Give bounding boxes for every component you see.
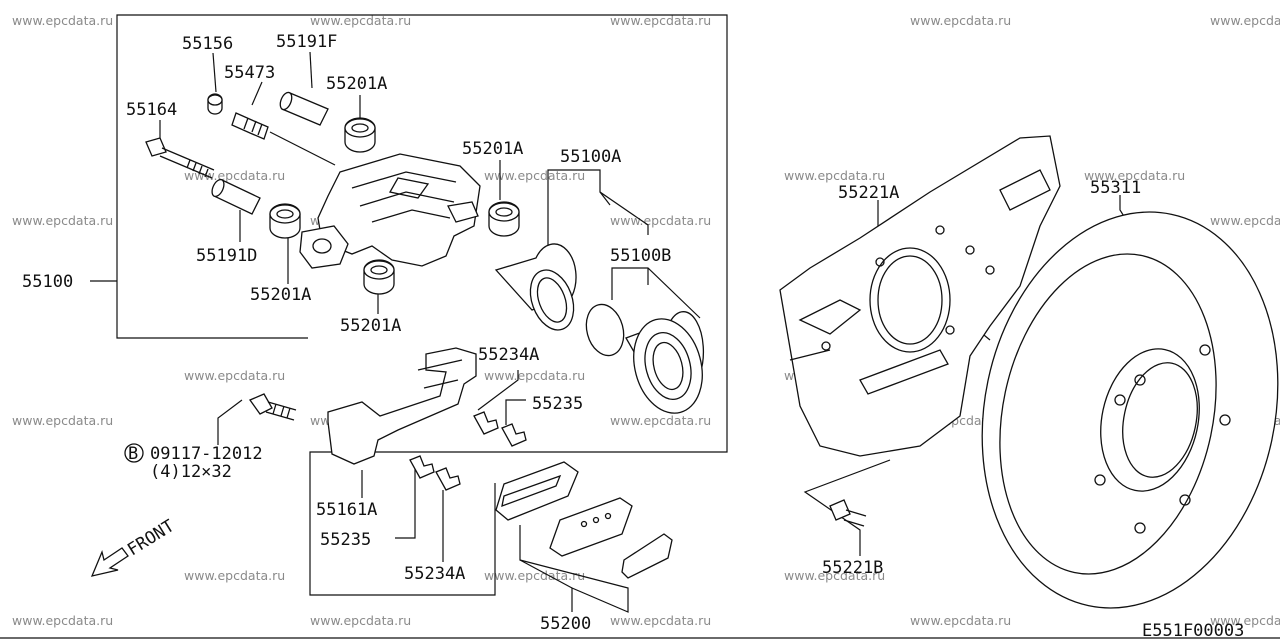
watermark: www.epcdata.ru <box>610 13 711 28</box>
callout-55191D: 55191D <box>196 246 257 266</box>
backing-plate <box>779 135 1061 527</box>
callout-55221B: 55221B <box>822 558 883 578</box>
callout-55191F: 55191F <box>276 32 337 52</box>
watermark: www.epcdata.ru <box>610 613 711 628</box>
assembly-frames <box>90 14 728 596</box>
watermark: www.epcdata.ru <box>310 13 411 28</box>
callout-55164: 55164 <box>126 100 177 120</box>
watermark: www.epcdata.ru <box>184 568 285 583</box>
watermark: www.epcdata.ru <box>1210 213 1280 228</box>
callout-55161A: 55161A <box>316 500 377 520</box>
front-direction: FRONT <box>90 516 178 577</box>
watermark: www.epcdata.ru <box>1210 13 1280 28</box>
callout-55100A: 55100A <box>560 147 621 167</box>
callout-09117-12012: 09117-12012 <box>150 444 263 464</box>
callout-55311: 55311 <box>1090 178 1141 198</box>
callout-09117-qty: (4)12×32 <box>150 462 232 482</box>
callout-55100: 55100 <box>22 272 73 292</box>
front-arrow-icon <box>90 547 129 577</box>
mounting-bracket <box>249 347 527 491</box>
callout-55235: 55235 <box>532 394 583 414</box>
callout-55234A: 55234A <box>478 345 539 365</box>
callout-labels: 55156 55191F 55473 55201A 55164 55201A 5… <box>22 32 1141 634</box>
callout-55201A: 55201A <box>250 285 311 305</box>
callout-55221A: 55221A <box>838 183 899 203</box>
figure-code: E551F00003 <box>1142 621 1244 640</box>
piston-parts <box>494 243 705 414</box>
callout-55201A: 55201A <box>340 316 401 336</box>
watermark: www.epcdata.ru <box>610 213 711 228</box>
brake-pads <box>495 461 673 579</box>
watermark: www.epcdata.ru <box>310 613 411 628</box>
callout-55156: 55156 <box>182 34 233 54</box>
b-mark-circle <box>124 443 144 463</box>
watermark: www.epcdata.ru <box>1084 168 1185 183</box>
caliper-body <box>299 153 481 269</box>
watermark: www.epcdata.ru <box>12 213 113 228</box>
watermark: www.epcdata.ru <box>184 168 285 183</box>
callout-55201A: 55201A <box>326 74 387 94</box>
watermark: www.epcdata.ru <box>610 413 711 428</box>
watermark: www.epcdata.ru <box>1210 613 1280 628</box>
callout-55201A: 55201A <box>462 139 523 159</box>
watermark: www.epcdata.ru <box>784 168 885 183</box>
watermark: www.epcdata.ru <box>12 413 113 428</box>
watermark: www.epcdata.ru <box>12 613 113 628</box>
watermark: www.epcdata.ru <box>484 168 585 183</box>
watermark: www.epcdata.ru <box>184 368 285 383</box>
caliper-assembly-frame <box>116 14 728 596</box>
brake-rotor <box>981 211 1279 609</box>
watermark: www.epcdata.ru <box>910 613 1011 628</box>
watermark: www.epcdata.ru <box>910 13 1011 28</box>
callout-55200: 55200 <box>540 614 591 634</box>
caliper-parts <box>145 91 520 295</box>
watermark: www.epcdata.ru <box>484 368 585 383</box>
watermark: www.epcdata.ru <box>784 568 885 583</box>
watermark: www.epcdata.ru <box>484 568 585 583</box>
callout-55473: 55473 <box>224 63 275 83</box>
callout-55100B: 55100B <box>610 246 671 266</box>
watermark: www.epcdata.ru <box>12 13 113 28</box>
bolt-mark: B <box>124 443 144 464</box>
callout-55234A: 55234A <box>404 564 465 584</box>
b-mark-letter: B <box>128 444 138 464</box>
front-label: FRONT <box>124 516 178 560</box>
callout-55235: 55235 <box>320 530 371 550</box>
